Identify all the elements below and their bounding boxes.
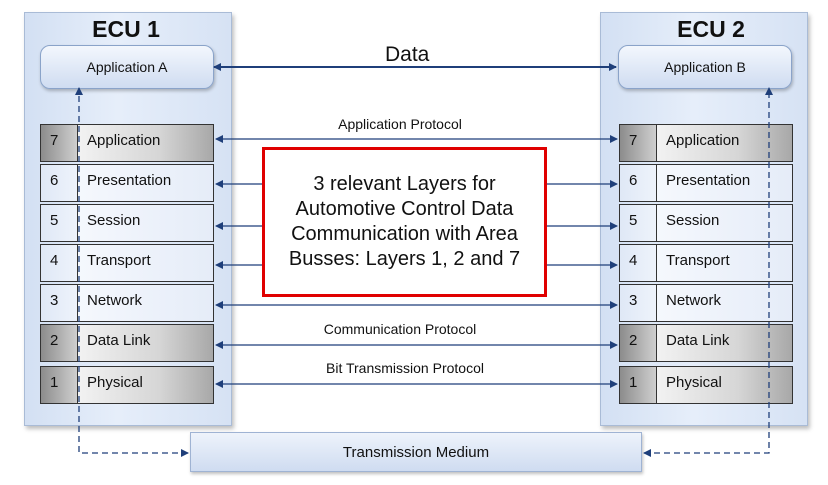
layer-number: 3 bbox=[41, 285, 78, 321]
bit-transmission-protocol-label: Bit Transmission Protocol bbox=[326, 360, 484, 376]
transmission-medium-box: Transmission Medium bbox=[190, 432, 642, 472]
ecu1-dashed-path bbox=[75, 87, 189, 457]
ecu2-title: ECU 2 bbox=[677, 16, 745, 42]
layer-number: 7 bbox=[41, 125, 78, 161]
communication-protocol-label: Communication Protocol bbox=[323, 321, 477, 337]
ecu2-dashed-path bbox=[643, 87, 773, 457]
relevant-layers-callout: 3 relevant Layers for Automotive Control… bbox=[262, 147, 547, 297]
application-protocol-label: Application Protocol bbox=[338, 116, 462, 132]
data-label: Data bbox=[385, 43, 430, 66]
ecu1-title: ECU 1 bbox=[92, 16, 160, 42]
layer-number: 1 bbox=[41, 367, 78, 403]
layer-number: 2 bbox=[41, 325, 78, 361]
